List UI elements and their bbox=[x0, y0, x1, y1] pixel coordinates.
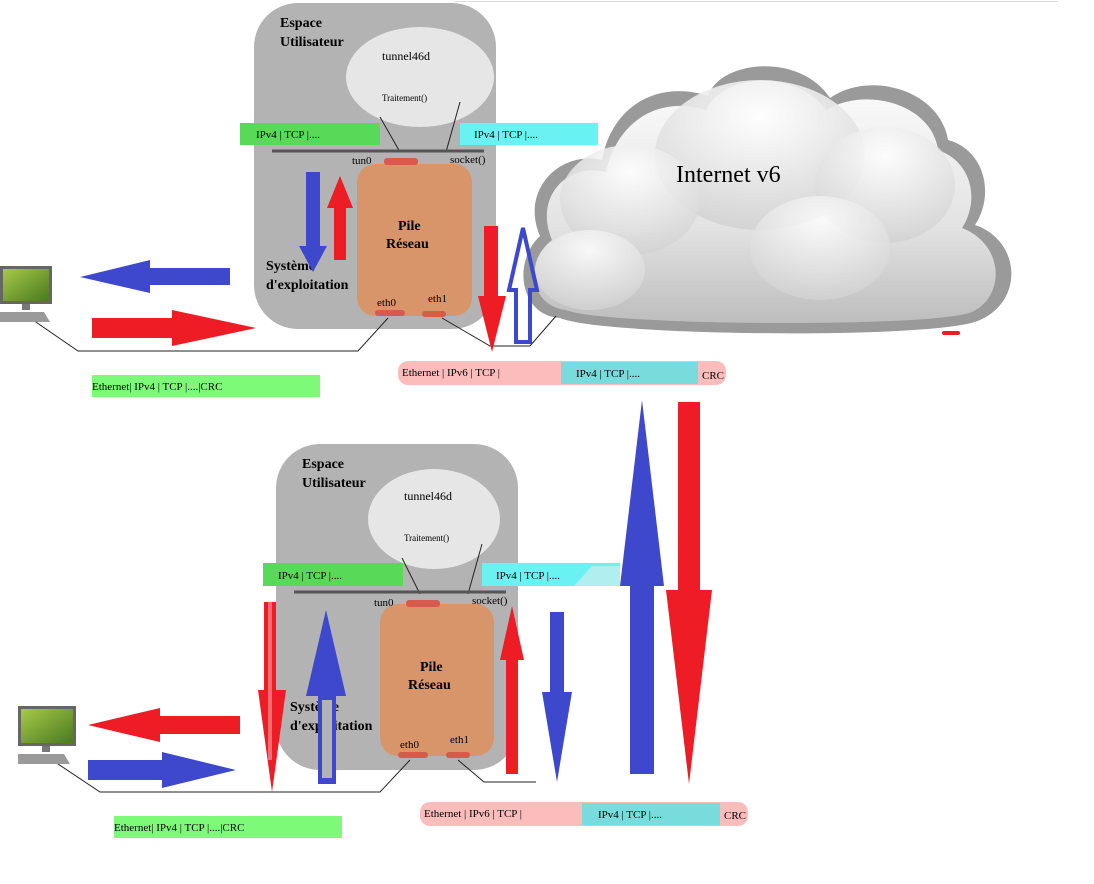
keyboard bbox=[0, 312, 50, 322]
process-to-tun-line bbox=[401, 557, 421, 595]
cloud-edge-fragment bbox=[574, 566, 620, 586]
wan-frame-crc-label: CRC bbox=[702, 370, 724, 382]
cloud-puff bbox=[750, 196, 890, 300]
lan-cable bbox=[29, 317, 389, 352]
user-space-label: Utilisateur bbox=[280, 35, 344, 50]
wan-frame-outer-label: Ethernet | IPv6 | TCP | bbox=[402, 367, 500, 379]
computer-icon bbox=[0, 266, 52, 322]
ipv4-packet-out bbox=[460, 123, 598, 145]
arrow-from-pc bbox=[92, 310, 256, 346]
lan-frame-label: Ethernet| IPv4 | TCP |....|CRC bbox=[114, 822, 244, 834]
eth1-label: eth1 bbox=[428, 293, 447, 305]
stack-label: Réseau bbox=[386, 237, 429, 252]
process-to-socket-line bbox=[467, 543, 483, 595]
cloud-puff bbox=[560, 145, 700, 255]
process-name: tunnel46d bbox=[382, 49, 430, 63]
arrow-down-tun bbox=[299, 172, 327, 272]
wan-frame-inner-label: IPv4 | TCP |.... bbox=[576, 368, 640, 380]
eth0-label: eth0 bbox=[377, 297, 396, 309]
arrow-down-tun bbox=[258, 602, 286, 792]
eth0-port bbox=[375, 310, 405, 316]
eth0-port bbox=[398, 752, 428, 758]
ipv4-packet-in-label: IPv4 | TCP |.... bbox=[278, 570, 342, 582]
monitor-stand bbox=[22, 304, 30, 310]
arrow-up-big bbox=[620, 400, 664, 774]
monitor-screen bbox=[3, 269, 49, 301]
wan-frame-inner-label: IPv4 | TCP |.... bbox=[598, 809, 662, 821]
stack-label: Pile bbox=[420, 660, 443, 675]
eth1-port bbox=[446, 752, 470, 758]
tun0-label: tun0 bbox=[352, 155, 372, 167]
process-to-socket-line bbox=[445, 101, 461, 153]
cloud-puff bbox=[655, 80, 865, 230]
lan-frame-label: Ethernet| IPv4 | TCP |....|CRC bbox=[92, 381, 222, 393]
lan-cable bbox=[51, 759, 411, 793]
arrow-up-eth1 bbox=[506, 227, 540, 344]
ipv4-packet-out-label: IPv4 | TCP |.... bbox=[496, 570, 560, 582]
keyboard bbox=[18, 754, 70, 764]
arrow-up-socket bbox=[500, 606, 524, 774]
network-stack bbox=[357, 164, 472, 316]
process-to-tun-line bbox=[379, 116, 401, 153]
arrow-to-pc bbox=[80, 260, 230, 293]
tun0-port bbox=[384, 158, 418, 165]
process-call: Traitement() bbox=[382, 93, 427, 103]
wan-frame-inner bbox=[561, 362, 698, 384]
process-call: Traitement() bbox=[404, 533, 449, 543]
cloud-label: Internet v6 bbox=[676, 162, 781, 188]
internet-cloud: Internet v6 bbox=[523, 66, 1012, 335]
lan-frame bbox=[92, 375, 320, 397]
eth1-port bbox=[422, 311, 446, 317]
monitor-screen bbox=[21, 709, 73, 743]
wan-frame-inner bbox=[582, 803, 720, 825]
ipv4-packet-in bbox=[263, 563, 403, 586]
user-space-label: Espace bbox=[280, 16, 322, 31]
arrow-highlight bbox=[268, 602, 272, 760]
computer-icon bbox=[18, 706, 76, 764]
tun0-label: tun0 bbox=[374, 597, 394, 609]
network-stack bbox=[380, 604, 494, 756]
ipv4-packet-in bbox=[240, 123, 380, 145]
process-ellipse bbox=[346, 27, 494, 127]
arrow-down-big bbox=[666, 402, 712, 784]
cloud-puff bbox=[535, 230, 645, 310]
arrow-down-eth1 bbox=[478, 226, 506, 352]
arrow-up-tun bbox=[306, 610, 346, 784]
user-space-label: Utilisateur bbox=[302, 476, 366, 491]
socket-label: socket() bbox=[472, 595, 508, 607]
ipv4-packet-out-label: IPv4 | TCP |.... bbox=[474, 129, 538, 141]
wan-cable bbox=[457, 759, 536, 783]
process-name: tunnel46d bbox=[404, 489, 452, 503]
lan-frame bbox=[114, 816, 342, 838]
wan-frame-crc-label: CRC bbox=[724, 810, 746, 822]
process-ellipse bbox=[368, 469, 500, 569]
monitor-stand bbox=[42, 746, 50, 752]
socket-label: socket() bbox=[450, 154, 486, 166]
eth0-label: eth0 bbox=[400, 739, 419, 751]
os-label: d'exploitation bbox=[266, 278, 349, 293]
tun0-port bbox=[406, 600, 440, 607]
top-scene: Espace Utilisateur tunnel46d Traitement(… bbox=[0, 3, 726, 397]
arrow-from-pc bbox=[88, 752, 236, 788]
arrow-hollow bbox=[322, 700, 332, 778]
user-space-label: Espace bbox=[302, 457, 344, 472]
arrow-to-pc bbox=[88, 708, 240, 742]
wan-frame-outer-label: Ethernet | IPv6 | TCP | bbox=[424, 808, 522, 820]
eth1-label: eth1 bbox=[450, 734, 469, 746]
os-label: Système bbox=[266, 259, 315, 274]
stack-label: Réseau bbox=[408, 678, 451, 693]
wan-cable bbox=[441, 315, 557, 347]
arrow-up-tun bbox=[327, 176, 353, 260]
stack-label: Pile bbox=[398, 219, 421, 234]
ipv4-packet-in-label: IPv4 | TCP |.... bbox=[256, 129, 320, 141]
arrow-down-socket bbox=[542, 612, 572, 782]
bottom-scene: Espace Utilisateur tunnel46d Traitement(… bbox=[18, 400, 840, 838]
